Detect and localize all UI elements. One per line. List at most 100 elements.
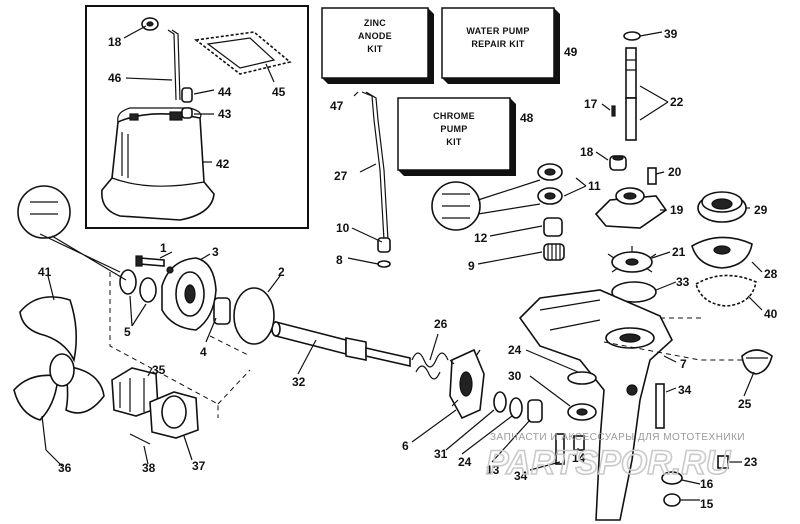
part-39-snap-ring [623, 31, 641, 41]
part-36-pin [41, 415, 47, 451]
callout-37: 37 [192, 459, 206, 473]
part-28-impeller-plate [691, 236, 753, 269]
part-30-pinion-gear [567, 403, 597, 421]
part-2-o-ring [233, 287, 275, 345]
callout-34-lower: 34 [514, 469, 528, 483]
part-37-spacer [149, 391, 199, 439]
watermark: ЗАПЧАСТИ И АКСЕССУАРЫ ДЛЯ МОТОТЕХНИКИ PA… [485, 432, 745, 483]
callout-38: 38 [142, 461, 156, 475]
callout-18-right: 18 [580, 145, 594, 159]
chrome-kit-line-1: CHROME [433, 111, 475, 121]
callout-24-lower: 24 [458, 455, 472, 469]
part-24-thrust-washer-lower [509, 397, 523, 419]
callout-28: 28 [764, 267, 778, 281]
callout-35: 35 [152, 363, 166, 377]
callout-9: 9 [468, 259, 475, 273]
chrome-pump-kit-box: CHROME PUMP KIT [397, 97, 516, 176]
part-26-spring [411, 352, 449, 380]
callout-44: 44 [218, 85, 232, 99]
callout-11: 11 [588, 179, 601, 193]
part-41-propeller [13, 296, 105, 421]
callout-2: 2 [278, 265, 285, 279]
callout-22: 22 [670, 95, 684, 109]
part-40-gasket [695, 274, 757, 307]
callout-49: 49 [564, 45, 578, 59]
callout-36: 36 [58, 461, 72, 475]
seal-detail-magnifier [431, 179, 541, 231]
callout-3: 3 [212, 245, 219, 259]
part-3-bearing-housing [161, 257, 217, 331]
zinc-kit-line-1: ZINC [364, 18, 386, 28]
part-4-bearing [213, 297, 231, 325]
part-6-gear [449, 348, 485, 420]
callout-18-inset: 18 [108, 35, 122, 49]
part-17-pin [611, 105, 616, 117]
callout-6: 6 [402, 439, 409, 453]
part-31-thrust-washer [493, 391, 507, 413]
callout-labels: 1 2 3 4 5 6 7 8 9 10 11 12 13 14 15 16 1… [38, 27, 778, 511]
part-46-water-tube [167, 29, 181, 101]
inset-frame [85, 5, 309, 229]
callout-30: 30 [508, 369, 522, 383]
part-12-bushing [543, 217, 563, 237]
callout-4: 4 [200, 345, 207, 359]
part-9-bearing [543, 243, 565, 261]
callout-41: 41 [38, 265, 52, 279]
part-5-washer-a [119, 269, 137, 295]
part-44-bushing [181, 87, 193, 103]
callout-24-upper: 24 [508, 343, 522, 357]
part-34-screw-lower [555, 433, 565, 465]
callout-15: 15 [700, 497, 714, 511]
callout-42: 42 [216, 157, 230, 171]
part-11-seal-stack [537, 163, 563, 205]
callout-43: 43 [218, 107, 232, 121]
part-27-shift-rod-end [377, 237, 391, 253]
callout-47: 47 [330, 99, 344, 113]
callout-16: 16 [700, 477, 714, 491]
part-45-gasket [194, 31, 292, 75]
callout-19: 19 [670, 203, 684, 217]
part-15-plug [663, 493, 681, 507]
part-21-impeller [607, 246, 657, 273]
leader-lines [45, 25, 763, 501]
part-42-exhaust-housing [101, 107, 215, 221]
part-8-o-ring [377, 260, 391, 268]
part-14-plug [573, 435, 585, 451]
callout-14: 14 [572, 451, 586, 465]
callout-20: 20 [668, 165, 682, 179]
callout-12: 12 [474, 231, 488, 245]
watermark-logo: PARTSPOR.RU [486, 444, 732, 482]
water-pump-kit-line-2: REPAIR KIT [471, 39, 525, 49]
callout-17: 17 [584, 97, 598, 111]
part-13-bearing [527, 399, 543, 423]
part-38-cotter-pin [129, 433, 151, 445]
callout-13: 13 [486, 463, 500, 477]
zinc-kit-line-3: KIT [367, 44, 383, 54]
callout-21: 21 [672, 245, 686, 259]
part-24-thrust-washer-upper [567, 371, 597, 385]
part-27-shift-rod [361, 91, 389, 241]
zinc-kit-line-2: ANODE [358, 31, 392, 41]
callout-48: 48 [520, 111, 534, 125]
callout-46: 46 [108, 71, 122, 85]
part-18-grommet-inset [141, 17, 159, 31]
part-5-washer-b [139, 277, 157, 303]
callout-29: 29 [754, 203, 768, 217]
part-20-screw [647, 167, 657, 185]
callout-34-upper: 34 [678, 383, 692, 397]
part-19-pump-housing [594, 187, 668, 229]
callout-32: 32 [292, 375, 306, 389]
part-1-screw [135, 255, 165, 267]
callout-33: 33 [676, 275, 690, 289]
callout-40: 40 [764, 307, 778, 321]
part-32-propeller-shaft [271, 320, 411, 368]
water-pump-kit-box: WATER PUMP REPAIR KIT [441, 7, 560, 84]
callout-31: 31 [434, 447, 448, 461]
watermark-caption: ЗАПЧАСТИ И АКСЕССУАРЫ ДЛЯ МОТОТЕХНИКИ [490, 432, 745, 443]
part-18-bushing [609, 155, 627, 171]
chrome-kit-line-2: PUMP [440, 124, 467, 134]
callout-8: 8 [336, 253, 343, 267]
assembly-dash-outline-right [603, 317, 744, 361]
assembly-dash-outline-left [109, 272, 251, 418]
